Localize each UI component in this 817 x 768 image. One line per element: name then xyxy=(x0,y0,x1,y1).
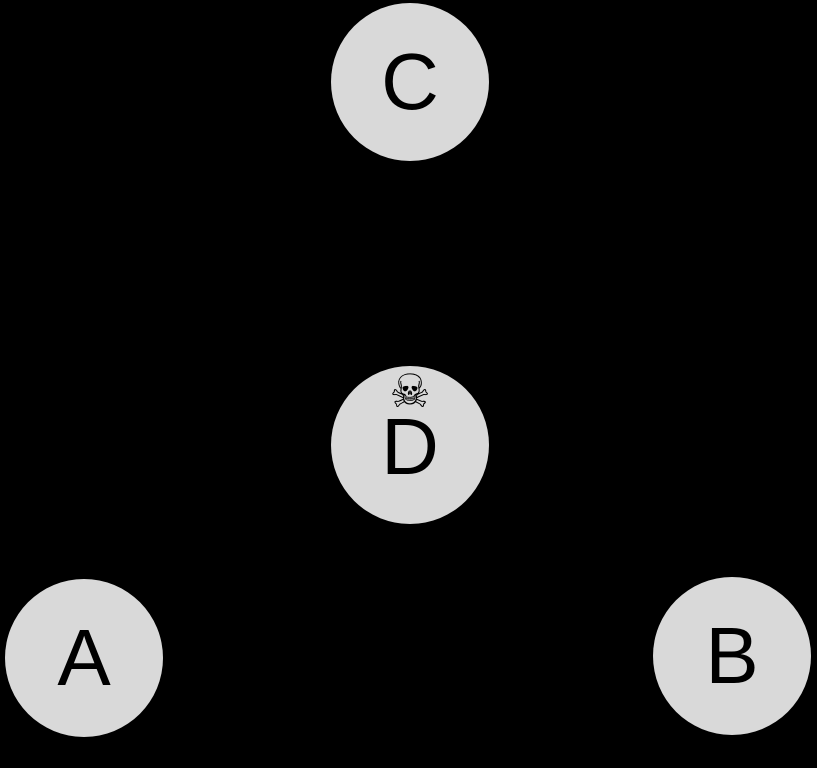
skull-crossbones-icon: ☠ xyxy=(389,364,431,418)
node-c-label: C xyxy=(381,37,439,126)
graph-node-b: B xyxy=(653,577,811,735)
graph-node-c: C xyxy=(331,3,489,161)
node-d-label: D xyxy=(381,402,439,491)
node-b-label: B xyxy=(705,611,759,700)
graph-node-a: A xyxy=(5,579,163,737)
graph-node-d: ☠ D xyxy=(331,366,489,524)
node-a-label: A xyxy=(57,613,111,702)
